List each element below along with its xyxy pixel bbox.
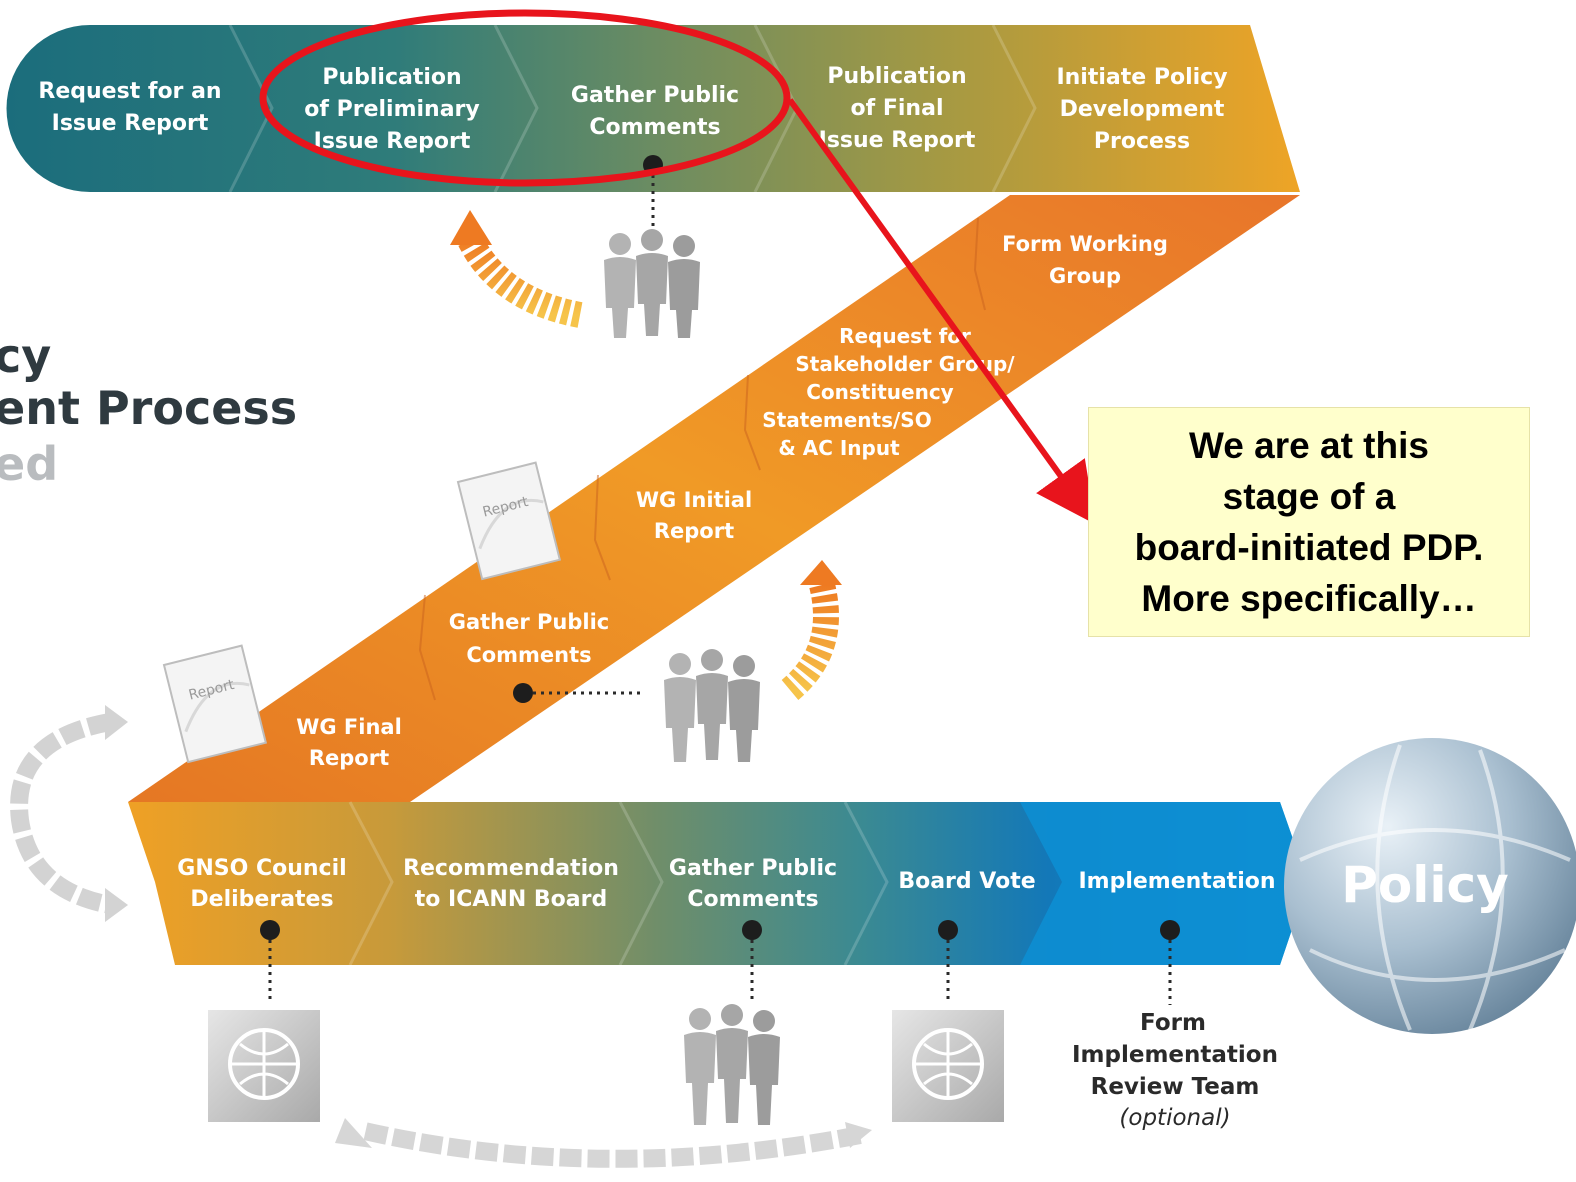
step-initiate-pdp-l2: Development (1060, 97, 1225, 122)
policy-label: Policy (1341, 856, 1509, 914)
step-wg-initial-report-l2: Report (654, 519, 734, 543)
note-line-1: Form (1140, 1010, 1206, 1036)
step-initiate-pdp-l1: Initiate Policy (1056, 65, 1227, 90)
note-line-3: Review Team (1091, 1074, 1260, 1100)
report-document-icon: Report (456, 461, 562, 581)
top-row-shape (6, 25, 1301, 192)
icann-block-icon (208, 1010, 320, 1122)
step-preliminary-report-l3: Issue Report (314, 129, 471, 154)
bottom-row-band (128, 801, 1308, 966)
step-stakeholder-input-l3: Constituency (806, 380, 953, 404)
people-icon (684, 1004, 780, 1125)
highlight-ellipse (259, 9, 791, 187)
cycle-arrow-icon (10, 713, 112, 914)
callout-line: board-initiated PDP. (1134, 527, 1484, 568)
step-request-issue-report-l2: Issue Report (52, 111, 209, 136)
connector-dot (1160, 920, 1180, 940)
callout-line: We are at this (1189, 425, 1429, 466)
implementation-segment (1020, 802, 1308, 965)
step-board-vote: Board Vote (898, 869, 1035, 894)
step-form-wg-l1: Form Working (1002, 232, 1168, 256)
connector-dot (513, 683, 533, 703)
step-preliminary-report-l1: Publication (322, 65, 461, 90)
title-line-2: ent Process (0, 381, 297, 435)
diagonal-band (128, 195, 1300, 802)
bottom-row-labels: GNSO Council Deliberates Recommendation … (177, 856, 1275, 912)
highlight-arrow (787, 98, 1096, 525)
connector-dot (938, 920, 958, 940)
report-document-icon: Report (162, 644, 268, 764)
step-stakeholder-input-l1: Request for (839, 324, 971, 348)
title-line-3: ed (0, 437, 58, 491)
step-final-report-l3: Issue Report (819, 128, 976, 153)
people-icon (604, 229, 700, 338)
slide-title: cy ent Process ed (0, 329, 297, 491)
step-preliminary-report-l2: of Preliminary (304, 97, 479, 122)
step-gnso-deliberates-l2: Deliberates (190, 887, 333, 912)
connector-dot (742, 920, 762, 940)
policy-globe-icon: Policy (1284, 738, 1576, 1034)
step-gather-comments-bottom-l1: Gather Public (669, 856, 837, 881)
step-gnso-deliberates-l1: GNSO Council (177, 856, 346, 881)
title-line-1: cy (0, 329, 51, 383)
step-gather-comments-top-l1: Gather Public (571, 83, 739, 108)
implementation-note: Form Implementation Review Team (optiona… (1072, 1010, 1278, 1131)
step-final-report-l2: of Final (851, 96, 944, 121)
step-stakeholder-input-l5: & AC Input (778, 436, 900, 460)
step-gather-comments-diag-l2: Comments (466, 643, 591, 667)
diagonal-labels: Form Working Group Request for Stakehold… (296, 232, 1168, 770)
step-wg-final-report-l2: Report (309, 746, 389, 770)
step-initiate-pdp-l3: Process (1094, 129, 1190, 154)
step-implementation: Implementation (1078, 869, 1275, 894)
connector-dot (260, 920, 280, 940)
step-gather-comments-diag-l1: Gather Public (449, 610, 610, 634)
step-wg-initial-report-l1: WG Initial (636, 488, 752, 512)
cycle-arrowhead-icon (105, 888, 128, 922)
step-gather-comments-bottom-l2: Comments (687, 887, 818, 912)
callout-text: We are at this stage of a board-initiate… (1135, 420, 1484, 624)
step-stakeholder-input-l4: Statements/SO (762, 408, 931, 432)
bottom-row-shape (128, 802, 1308, 965)
callout-box: We are at this stage of a board-initiate… (1088, 407, 1530, 637)
step-form-wg-l2: Group (1049, 264, 1121, 288)
note-optional: (optional) (1119, 1105, 1230, 1131)
curved-arrow-icon (781, 560, 842, 700)
step-recommendation-board-l1: Recommendation (403, 856, 619, 881)
people-icon (664, 649, 760, 762)
step-wg-final-report-l1: WG Final (296, 715, 402, 739)
step-final-report-l1: Publication (827, 64, 966, 89)
step-recommendation-board-l2: to ICANN Board (415, 887, 607, 912)
curved-arrow-icon (450, 210, 583, 328)
callout-line: stage of a (1222, 476, 1396, 517)
callout-line: More specifically… (1141, 578, 1477, 619)
cycle-arrowhead-icon (105, 705, 128, 740)
icann-block-icon (892, 1010, 1004, 1122)
step-gather-comments-top-l2: Comments (589, 115, 720, 140)
top-row-labels: Request for an Issue Report Publication … (38, 64, 1227, 154)
return-arrow-icon (335, 1118, 872, 1168)
note-line-2: Implementation (1072, 1042, 1278, 1068)
step-request-issue-report-l1: Request for an (38, 79, 221, 104)
